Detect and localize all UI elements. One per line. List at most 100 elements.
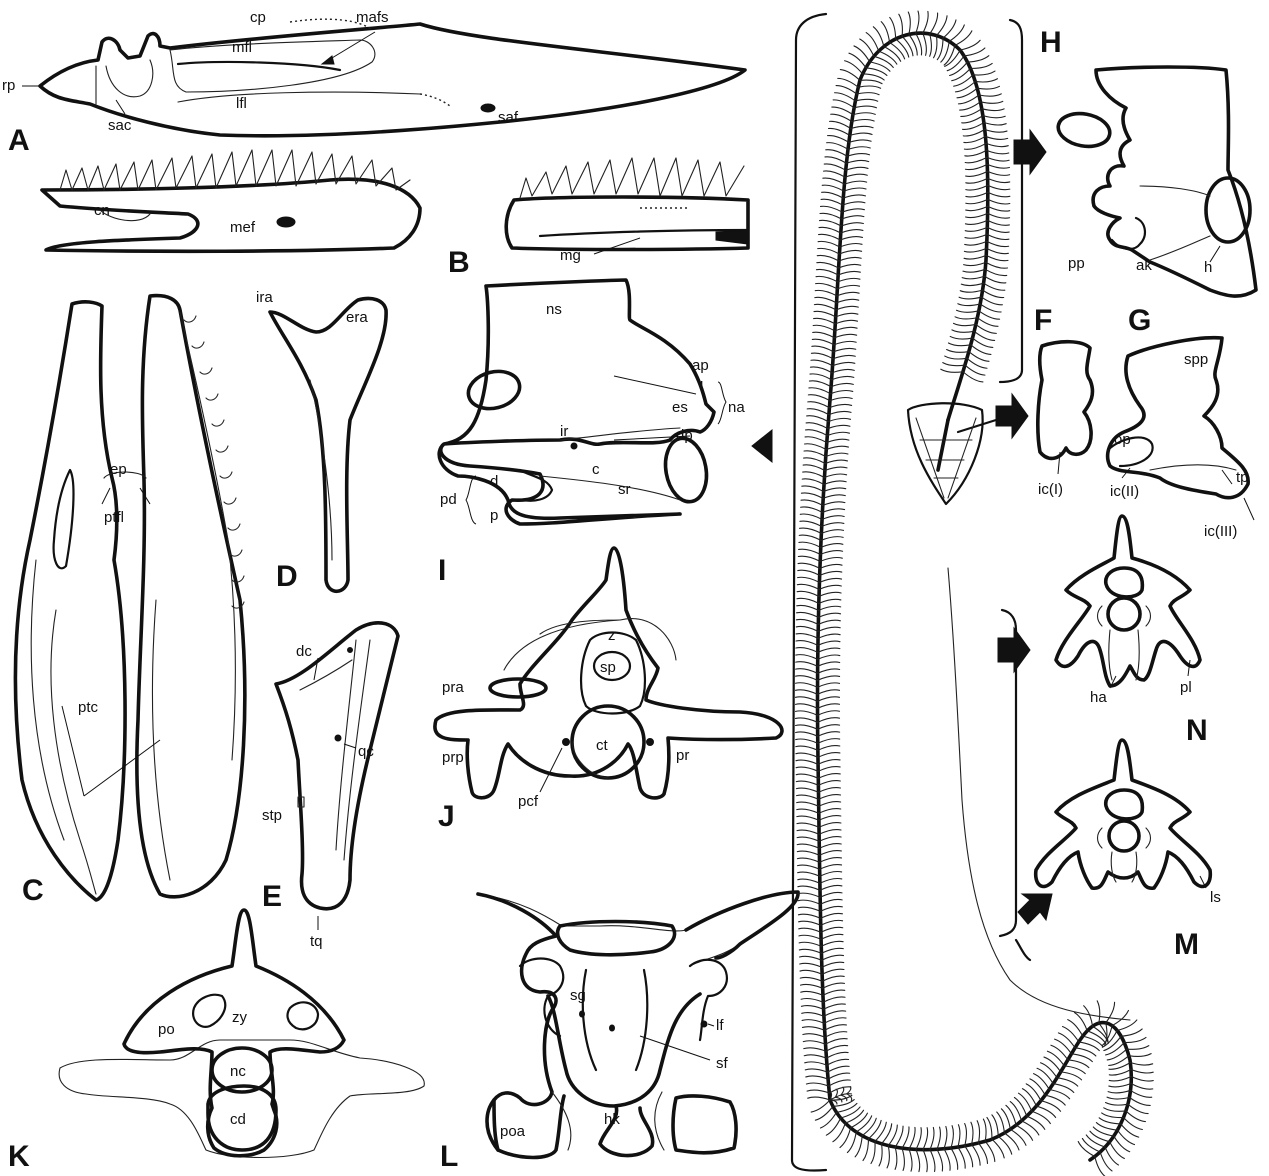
label-hk: hk [604,1111,620,1128]
rib [966,185,988,190]
rib [825,467,847,470]
rib [820,571,842,575]
rib [998,1136,1011,1154]
rib [820,858,842,863]
panel-c-pterygoids: ep ptfl ptc C [15,296,245,907]
rib [818,774,840,779]
rib [984,123,1006,125]
rib [796,662,818,667]
rib [863,74,885,80]
rib [895,1147,897,1169]
rib [799,928,821,932]
rib [828,1073,850,1079]
rib [818,648,840,652]
rib [796,732,818,736]
rib [1130,1063,1152,1066]
rib [820,213,842,219]
rib [972,1145,980,1166]
panel-letter-i: I [438,554,446,587]
rib [860,39,874,56]
rib [879,1144,882,1166]
rib [819,234,841,240]
rib [1068,1020,1083,1037]
rib [825,460,847,463]
rib [955,31,972,46]
label-pr: pr [676,747,689,764]
rib [838,271,860,275]
rib [987,164,1009,168]
rib [796,739,818,743]
rib [855,99,877,101]
rib [818,241,840,247]
rib [1016,1125,1033,1140]
panel-letter-e: E [262,880,282,913]
rib [821,206,843,212]
rib [820,551,842,555]
rib [823,983,845,988]
rib [814,311,836,317]
rib [857,93,879,95]
rib [831,383,853,386]
label-ns: ns [546,301,562,318]
rib [818,620,840,624]
rib [955,81,975,91]
rib [923,1128,928,1150]
rib [800,963,822,967]
rib [834,341,856,344]
label-c: c [592,461,600,478]
rib [797,591,819,596]
rib [821,941,843,946]
rib [964,143,986,149]
rib [824,474,846,477]
rib [796,725,818,729]
rib [843,195,865,198]
rib [1047,1051,1064,1066]
rib [818,676,840,680]
rib [803,1034,825,1038]
rib [824,1011,846,1016]
label-cd: cd [230,1111,246,1128]
label-p: p [490,507,498,524]
rib [909,34,917,55]
label-lf: lf [716,1017,724,1034]
label-saf: saf [498,109,519,126]
rib [941,369,963,372]
rib [801,991,823,995]
rib [956,310,978,312]
rib [801,500,823,505]
rib [965,164,987,169]
rib [1131,1069,1153,1073]
rib [806,430,828,436]
label-ak: ak [1136,257,1152,274]
rib [937,1127,940,1149]
rib [840,237,862,240]
rib [807,416,829,422]
rib [936,16,947,36]
rib [1109,1069,1131,1075]
rib [827,439,849,442]
rib [796,634,818,639]
rib [818,739,840,744]
rib [1131,1076,1153,1081]
rib [842,216,864,219]
rib [1108,1090,1130,1092]
rib [979,94,1001,96]
rib [1055,1039,1072,1054]
rib [959,297,981,299]
rib [829,404,851,407]
rib [796,753,818,757]
rib [854,106,876,108]
rib [1090,1131,1110,1142]
panel-a-compound-bone: rp sac cp mafs mfl lfl saf A [2,9,745,157]
label-ic2: ic(II) [1110,483,1139,500]
rib [853,113,875,115]
rib [1041,1101,1061,1112]
rib [797,605,819,610]
rib [805,437,827,443]
rib [799,542,821,547]
rib [833,1123,845,1142]
rib [825,1025,847,1031]
snake-tail-ribs [830,1087,852,1105]
rib [967,358,987,368]
rib [797,837,819,841]
